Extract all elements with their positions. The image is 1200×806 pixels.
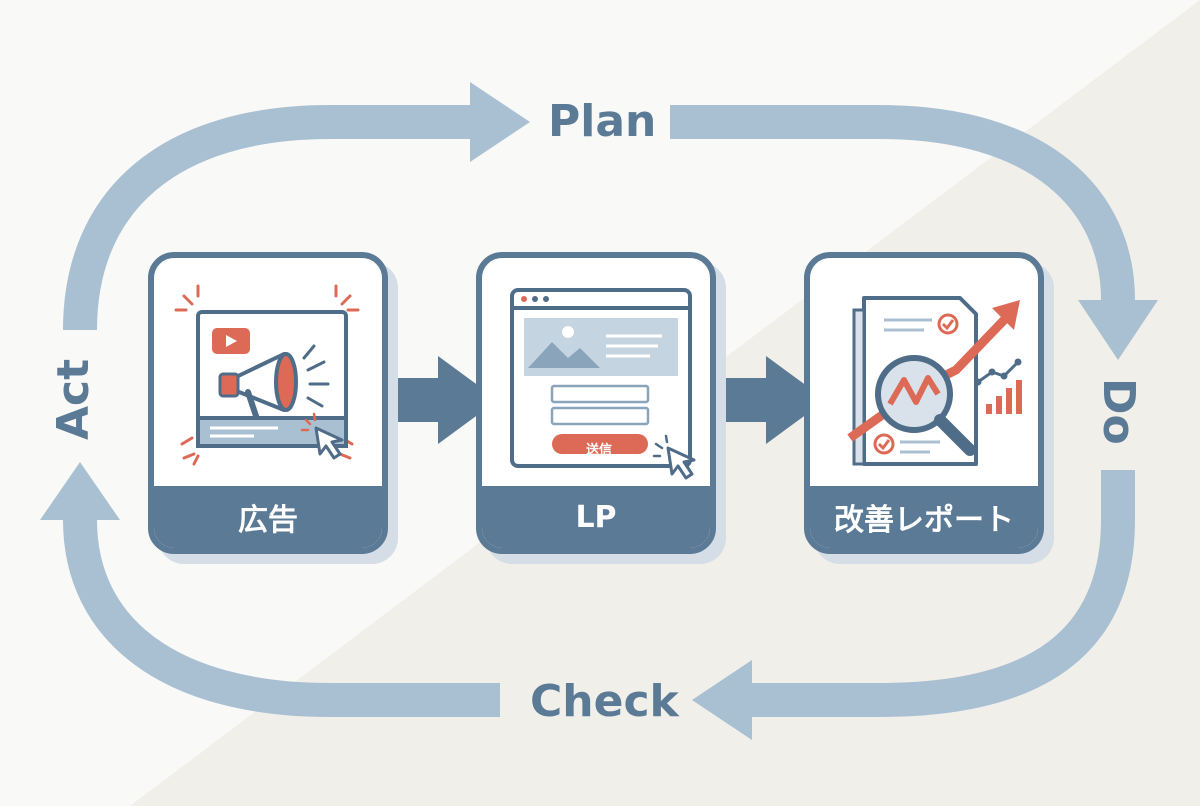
step-label-report: 改善レポート <box>810 486 1038 548</box>
act-arrow <box>63 519 500 717</box>
plan-arrowhead <box>470 82 530 162</box>
megaphone-icon <box>154 258 382 492</box>
step-card-report: 改善レポート <box>804 252 1044 554</box>
plan-arrow <box>63 105 470 331</box>
do-arrowhead <box>1078 300 1158 360</box>
step-card-ad: 広告 <box>148 252 388 554</box>
step-label-ad: 広告 <box>154 486 382 548</box>
flow-arrow-2 <box>720 356 826 444</box>
do-arrow <box>670 105 1135 301</box>
do-label: Do <box>1093 378 1144 445</box>
step-label-lp: LP <box>482 486 710 548</box>
check-arrow <box>752 470 1135 717</box>
plan-label: Plan <box>548 96 657 147</box>
act-arrowhead <box>40 462 120 520</box>
landing-page-icon: 送信 <box>482 258 710 492</box>
report-analysis-icon <box>810 258 1038 492</box>
check-arrowhead <box>692 660 752 740</box>
act-label: Act <box>48 358 99 440</box>
step-card-lp: 送信 LP <box>476 252 716 554</box>
check-label: Check <box>530 676 679 727</box>
submit-button-label: 送信 <box>586 443 613 458</box>
flow-arrow-1 <box>392 356 498 444</box>
